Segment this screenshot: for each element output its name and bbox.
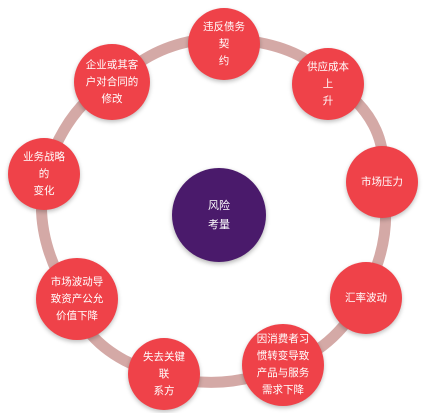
ring-arc — [36, 32, 392, 388]
node-demand-decline: 因消费者习 惯转变导致 产品与服务 需求下降 — [242, 324, 324, 406]
center-node: 风险 考量 — [172, 168, 266, 262]
node-market-pressure: 市场压力 — [346, 146, 418, 218]
node-asset-fair-value-decline: 市场波动导 致资产公允 价值下降 — [36, 258, 118, 340]
node-loss-key-contacts: 失去关键联 系方 — [128, 338, 200, 410]
node-supply-cost-rise: 供应成本上 升 — [292, 48, 364, 120]
node-contract-modification: 企业或其客 户对合同的 修改 — [74, 44, 150, 120]
node-fx-volatility: 汇率波动 — [330, 262, 402, 334]
node-debt-covenant-breach: 违反债务契 约 — [188, 8, 260, 80]
node-business-strategy-change: 业务战略的 变化 — [8, 138, 80, 210]
